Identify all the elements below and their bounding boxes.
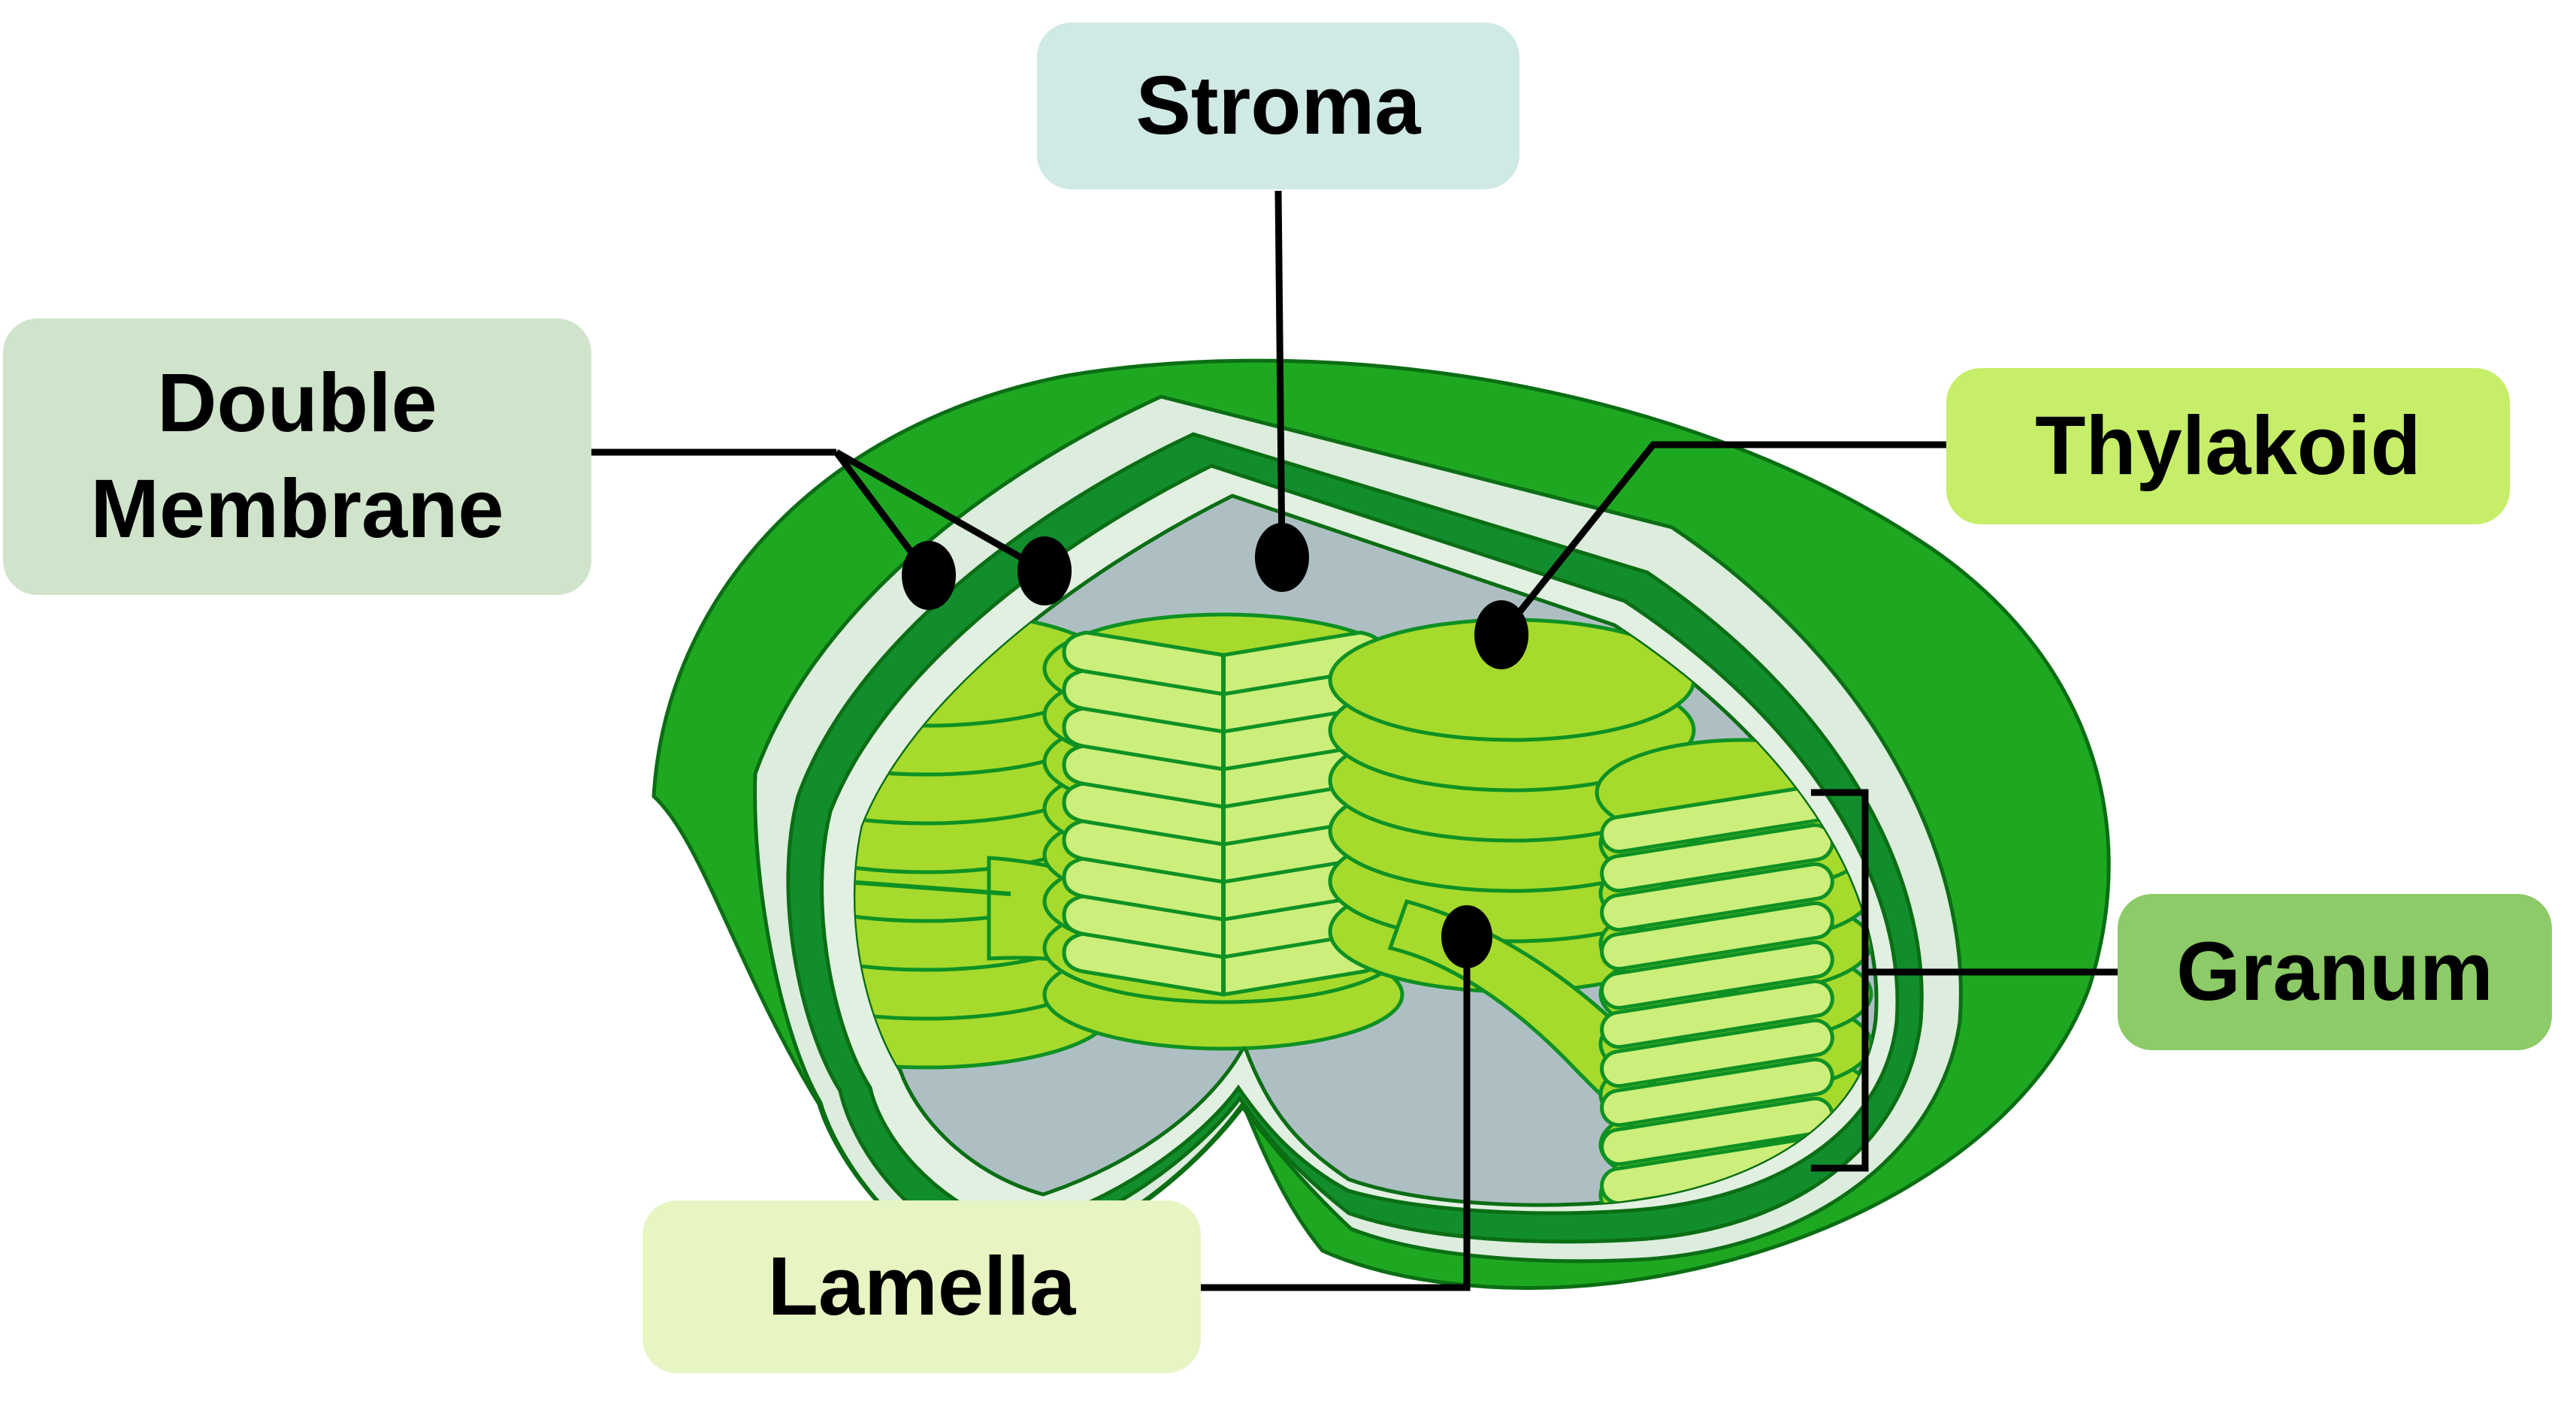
leader-lamella [1201,937,1471,1291]
leader-thylakoid [1498,441,1946,637]
granum-bracket [1811,789,1869,1172]
label-stroma: Stroma [1037,23,1519,189]
thylakoid-cut-pages-right [1600,784,1834,1206]
leader-double-membrane-inner [834,449,1047,574]
label-double-membrane: Double Membrane [3,319,591,595]
dot-lamella [1441,905,1492,968]
label-lamella: Lamella [642,1200,1201,1373]
dot-thylakoid [1474,600,1528,669]
granum-stack-cut-center [1042,612,1404,1051]
granum-stack-right [1595,738,1877,1206]
lamella-crease [855,878,1011,896]
label-granum: Granum [2118,894,2552,1050]
dot-double-membrane-inner [1017,536,1072,605]
dot-double-membrane-outer [902,541,956,610]
label-thylakoid: Thylakoid [1946,368,2510,524]
leader-stroma [1274,190,1286,558]
dot-stroma [1255,523,1309,592]
